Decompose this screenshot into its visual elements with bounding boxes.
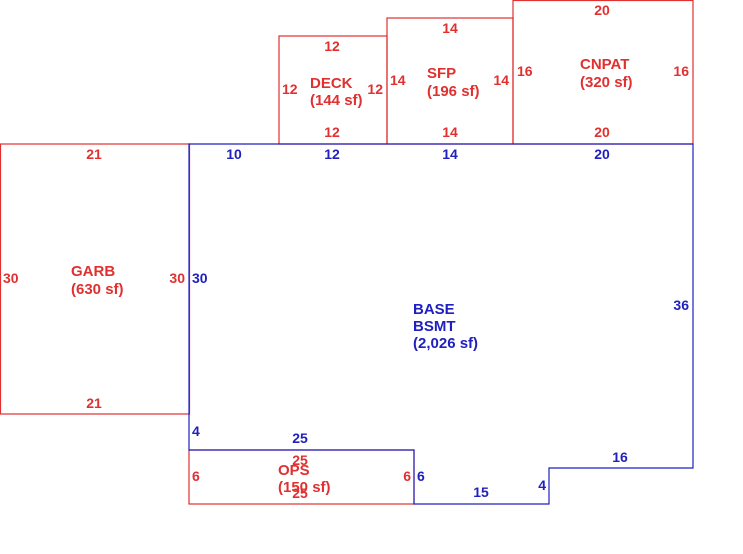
cnpat-right-dim: 16	[673, 63, 689, 79]
base-step-top-dim: 16	[612, 449, 628, 465]
cnpat-name: CNPAT	[580, 56, 629, 73]
sfp-bottom-dim: 14	[442, 124, 458, 140]
base-top-dim-2: 12	[324, 146, 340, 162]
base-top-dim-4: 20	[594, 146, 610, 162]
base-bottom-left-dim: 25	[292, 430, 308, 446]
sfp-name: SFP	[427, 65, 456, 82]
ops-bottom-dim: 25	[292, 485, 308, 501]
garb-top-dim: 21	[86, 146, 102, 162]
base-notch-side-dim: 6	[417, 468, 425, 484]
ops-top-dim: 25	[292, 452, 308, 468]
sfp-left-dim: 14	[390, 72, 406, 88]
sfp-area: (196 sf)	[427, 83, 480, 100]
base-outline	[188, 143, 694, 505]
garb-area: (630 sf)	[71, 281, 124, 298]
garb-bottom-dim: 21	[86, 395, 102, 411]
garb-right-dim: 30	[169, 270, 185, 286]
base-name-line2: BSMT	[413, 318, 456, 335]
base-name-line1: BASE	[413, 301, 455, 318]
base-left-upper-dim: 30	[192, 270, 208, 286]
deck-right-dim: 12	[367, 81, 383, 97]
base-step-side-dim: 4	[538, 477, 546, 493]
cnpat-top-dim: 20	[594, 2, 610, 18]
base-area: (2,026 sf)	[413, 335, 478, 352]
base-right-dim: 36	[673, 297, 689, 313]
deck-area: (144 sf)	[310, 92, 363, 109]
base-top-dim-3: 14	[442, 146, 458, 162]
garb-name: GARB	[71, 263, 115, 280]
base-top-dim-1: 10	[226, 146, 242, 162]
ops-name: OPS	[278, 462, 310, 479]
base-bottom-notch-dim: 15	[473, 484, 489, 500]
sfp-top-dim: 14	[442, 20, 458, 36]
ops-right-dim: 6	[403, 468, 411, 484]
deck-bottom-dim: 12	[324, 124, 340, 140]
ops-area: (150 sf)	[278, 479, 331, 496]
cnpat-bottom-dim: 20	[594, 124, 610, 140]
sfp-right-dim: 14	[493, 72, 509, 88]
ops-left-dim: 6	[192, 468, 200, 484]
deck-left-dim: 12	[282, 81, 298, 97]
deck-top-dim: 12	[324, 38, 340, 54]
cnpat-area: (320 sf)	[580, 74, 633, 91]
garb-left-dim: 30	[3, 270, 19, 286]
cnpat-left-dim: 16	[517, 63, 533, 79]
base-left-lower-dim: 4	[192, 423, 200, 439]
deck-name: DECK	[310, 75, 353, 92]
